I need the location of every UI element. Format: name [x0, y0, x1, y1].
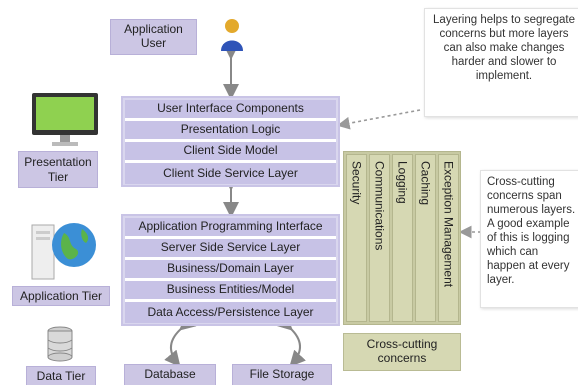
crosscutting-columns: Security Communications Logging Caching …: [343, 151, 461, 325]
layer-business-entities: Business Entities/Model: [125, 281, 336, 302]
column-communications: Communications: [369, 154, 390, 322]
layering-note-pointer: [336, 109, 421, 130]
layer-data-access: Data Access/Persistence Layer: [125, 302, 336, 323]
layer-api: Application Programming Interface: [125, 218, 336, 239]
monitor-icon: [30, 91, 100, 149]
layer-server-service: Server Side Service Layer: [125, 239, 336, 260]
data-tier-label: Data Tier: [26, 366, 96, 385]
file-storage-box: File Storage: [232, 364, 332, 385]
column-security: Security: [346, 154, 367, 322]
crosscutting-note: Cross-cutting concerns span numerous lay…: [480, 170, 578, 308]
column-logging: Logging: [392, 154, 413, 322]
layering-note: Layering helps to segregate concerns but…: [424, 8, 578, 117]
layer-ui-components: User Interface Components: [125, 100, 336, 121]
column-caching: Caching: [415, 154, 436, 322]
application-stack: Application Programming Interface Server…: [121, 214, 340, 326]
server-globe-icon: [28, 215, 100, 283]
presentation-stack: User Interface Components Presentation L…: [121, 96, 340, 187]
application-tier-label: Application Tier: [12, 286, 110, 306]
column-exception-management: Exception Management: [438, 154, 459, 322]
layer-client-service: Client Side Service Layer: [125, 163, 336, 184]
database-box: Database: [124, 364, 216, 385]
db-arrow: [164, 314, 197, 368]
application-user-box: Application User: [110, 19, 197, 55]
layer-business-domain: Business/Domain Layer: [125, 260, 336, 281]
layer-client-model: Client Side Model: [125, 142, 336, 163]
user-icon: [219, 17, 245, 53]
file-arrow: [275, 313, 307, 367]
crosscutting-label: Cross-cutting concerns: [343, 333, 461, 371]
layer-presentation-logic: Presentation Logic: [125, 121, 336, 142]
presentation-tier-label: Presentation Tier: [18, 151, 98, 188]
database-icon: [46, 326, 74, 362]
